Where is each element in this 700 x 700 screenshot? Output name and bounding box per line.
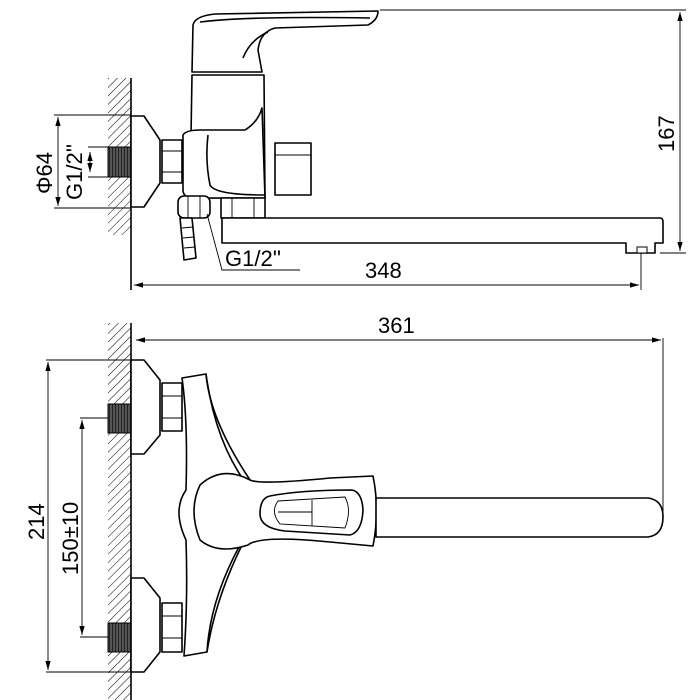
- side-view: G1/2'' 348 167 Φ64 G1/2'': [32, 9, 686, 290]
- outlet-thread-label: G1/2'': [225, 246, 281, 271]
- upper-inlet-thread: [107, 403, 132, 434]
- lower-inlet-thread: [107, 622, 132, 653]
- flange-diameter-label: Φ64: [32, 152, 57, 194]
- spout-nut: [220, 197, 266, 219]
- outlet-thread-leader: [206, 213, 300, 271]
- upper-eccentric-nut: [161, 382, 183, 432]
- lower-escutcheon: [130, 577, 161, 673]
- top-view: 361 214 150±10: [24, 313, 664, 700]
- mixer-lever: [191, 10, 379, 73]
- mixer-handle: [193, 472, 378, 550]
- eccentric-nut: [161, 139, 183, 184]
- escutcheon: [130, 115, 161, 208]
- height-label: 167: [654, 115, 679, 152]
- flange-span-label: 214: [24, 503, 49, 540]
- inlet-thread-stub: [107, 146, 132, 178]
- inlet-spacing-label: 150±10: [58, 502, 83, 575]
- spout-rod: [375, 497, 664, 538]
- mixer-lower-body: [182, 107, 266, 199]
- diverter-box: [274, 142, 312, 196]
- total-length-label: 361: [378, 313, 415, 338]
- projection-length-label: 348: [365, 258, 402, 283]
- lower-eccentric-nut: [161, 602, 183, 653]
- upper-escutcheon: [130, 359, 161, 455]
- spout: [221, 217, 664, 254]
- handle-window: [259, 489, 364, 536]
- inlet-thread-label: G1/2'': [62, 144, 87, 200]
- shower-outlet-nut: [177, 195, 211, 219]
- hose-connector: [179, 217, 197, 261]
